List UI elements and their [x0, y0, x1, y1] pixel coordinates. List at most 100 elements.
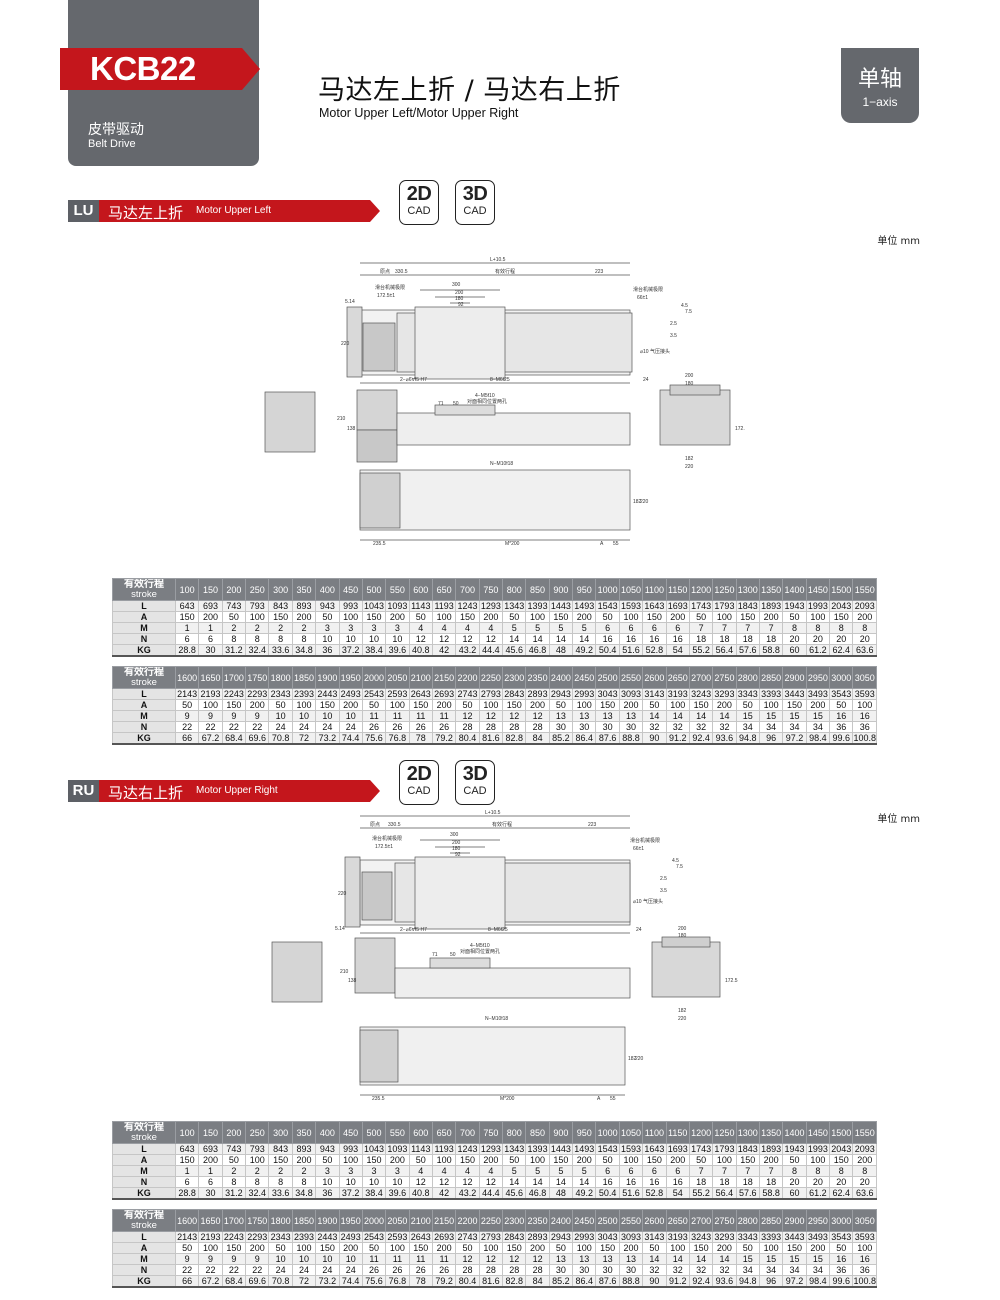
table-cell: 14 — [572, 633, 597, 645]
table-cell: 50.4 — [595, 644, 620, 657]
table-cell: 24 — [315, 721, 340, 733]
table-cell: 73.2 — [315, 732, 340, 745]
table-cell: 33.6 — [268, 644, 293, 657]
table-cell: 50 — [548, 1242, 574, 1254]
table-cell: 3143 — [642, 1231, 667, 1243]
table-cell: 76.8 — [385, 732, 410, 745]
table-cell: 67.2 — [198, 732, 223, 745]
stroke-cell: 1400 — [782, 1121, 807, 1144]
table-cell: 12 — [455, 633, 480, 645]
table-cell: 150 — [548, 1154, 574, 1166]
table-cell: 62.4 — [829, 644, 854, 657]
stroke-cell: 1750 — [245, 1209, 270, 1232]
dimension-label: M*200 — [505, 541, 520, 547]
table-cell: 6 — [198, 633, 223, 645]
table-cell: 2443 — [315, 1231, 340, 1243]
table-cell: 85.2 — [548, 1275, 574, 1288]
table-cell: 14 — [665, 710, 690, 722]
table-cell: 91.2 — [665, 1275, 690, 1288]
table-cell: 2743 — [455, 688, 480, 700]
cad-2d-button[interactable]: 2D CAD — [399, 180, 439, 225]
table-cell: 2643 — [408, 1231, 433, 1243]
table-cell: 200 — [758, 1154, 784, 1166]
table-cell: 16 — [665, 633, 690, 645]
stroke-cell: 2550 — [618, 666, 644, 689]
table-cell: 20 — [852, 1176, 877, 1188]
table-cell: 90 — [642, 732, 667, 745]
table-cell: 9 — [174, 1253, 200, 1265]
table-cell: 12 — [431, 1176, 457, 1188]
cad-2d-button[interactable]: 2D CAD — [399, 760, 439, 805]
stroke-cell: 700 — [455, 1121, 480, 1144]
table-cell: 100 — [198, 699, 223, 711]
dimension-label: ⌀10 气压接头 — [640, 348, 670, 355]
table-cell: 1593 — [618, 600, 644, 612]
table-cell: 38.4 — [361, 644, 387, 657]
table-cell: 32 — [712, 721, 737, 733]
table-cell: 6 — [618, 622, 644, 634]
table-cell: 2293 — [245, 688, 270, 700]
dimension-label: 原点 — [370, 822, 380, 828]
stroke-cell: 2750 — [712, 1209, 737, 1232]
stroke-cell: 1850 — [291, 1209, 317, 1232]
table-cell: 6 — [198, 1176, 223, 1188]
stroke-cell: 1100 — [642, 1121, 667, 1144]
cad-3d-button[interactable]: 3D CAD — [455, 760, 495, 805]
table-cell: 12 — [478, 633, 504, 645]
table-cell: 150 — [548, 611, 574, 623]
dimension-label: 2.5 — [660, 876, 667, 882]
row-label: L — [112, 688, 176, 700]
dimension-label: 180 — [452, 846, 461, 852]
stroke-cell: 1900 — [315, 666, 340, 689]
table-cell: 8 — [245, 1176, 270, 1188]
row-label: KG — [112, 644, 176, 657]
dimension-label: 8−M6Ɨ25 — [490, 377, 510, 383]
table-cell: 61.2 — [805, 644, 831, 657]
row-label: N — [112, 721, 176, 733]
table-cell: 4 — [431, 622, 457, 634]
table-cell: 50 — [502, 611, 527, 623]
table-cell: 100 — [572, 699, 597, 711]
stroke-cell: 2350 — [525, 1209, 550, 1232]
table-cell: 36 — [852, 721, 877, 733]
dimension-label: 66±1 — [633, 846, 644, 852]
table-cell: 2 — [291, 622, 317, 634]
stroke-cell: 950 — [572, 1121, 597, 1144]
table-cell: 943 — [315, 1143, 340, 1155]
table-cell: 13 — [548, 710, 574, 722]
table-cell: 12 — [455, 710, 480, 722]
table-cell: 200 — [198, 1154, 223, 1166]
table-cell: 150 — [829, 611, 854, 623]
table-cell: 60 — [782, 644, 807, 657]
stroke-cell: 800 — [502, 1121, 527, 1144]
table-cell: 11 — [361, 1253, 387, 1265]
table-cell: 2693 — [431, 1231, 457, 1243]
table-cell: 11 — [431, 1253, 457, 1265]
table-cell: 200 — [572, 1154, 597, 1166]
section-title-cn: 马达右上折 — [108, 784, 184, 802]
stroke-cell: 2800 — [735, 1209, 760, 1232]
table-cell: 7 — [758, 622, 784, 634]
table-cell: 10 — [291, 1253, 317, 1265]
table-cell: 16 — [852, 1253, 877, 1265]
dimension-label: 220 — [685, 464, 694, 470]
table-cell: 32 — [642, 1264, 667, 1276]
table-cell: 12 — [408, 1176, 433, 1188]
table-cell: 1243 — [455, 600, 480, 612]
section-code: RU — [68, 780, 99, 802]
row-label: A — [112, 1154, 176, 1166]
table-cell: 1 — [174, 622, 200, 634]
stroke-cell: 250 — [245, 1121, 270, 1144]
table-cell: 11 — [361, 710, 387, 722]
table-cell: 26 — [385, 1264, 410, 1276]
table-cell: 72 — [291, 732, 317, 745]
stroke-cell: 450 — [338, 578, 363, 601]
dimension-label: M*200 — [500, 1096, 515, 1102]
table-cell: 3293 — [712, 688, 737, 700]
table-cell: 2393 — [291, 1231, 317, 1243]
cad-3d-button[interactable]: 3D CAD — [455, 180, 495, 225]
table-cell: 150 — [782, 699, 807, 711]
table-cell: 93.6 — [712, 1275, 737, 1288]
